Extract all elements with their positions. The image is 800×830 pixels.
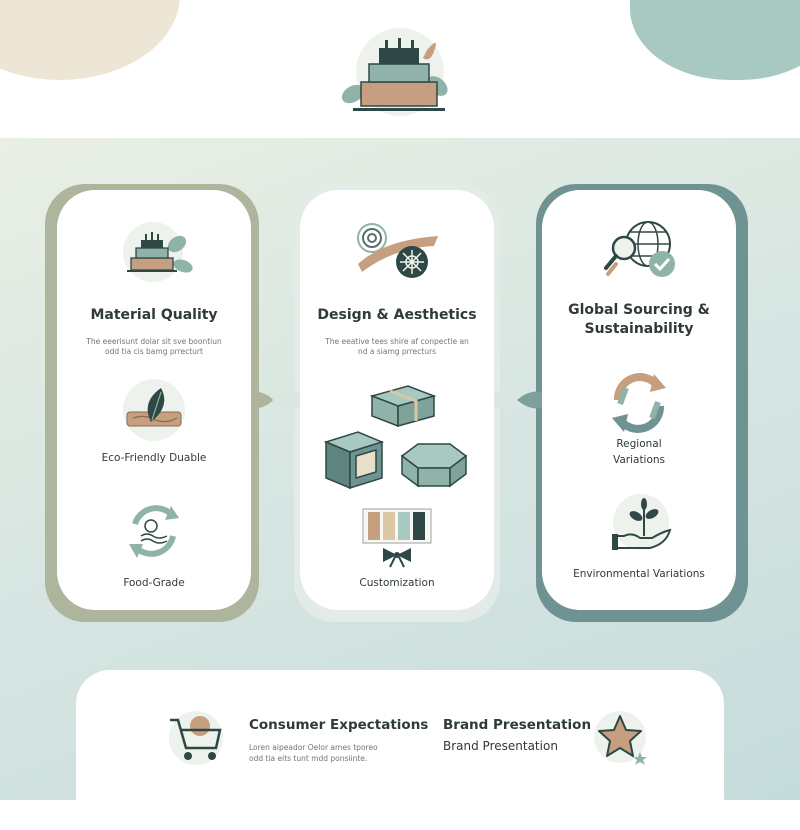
- recycle-arrows-icon: [612, 373, 666, 433]
- card-description-line: The eeative tees shire af conpectie an: [325, 337, 469, 346]
- brand-presentation-subtitle: Brand Presentation: [443, 739, 558, 753]
- item-label: Environmental Variations: [573, 568, 705, 580]
- card-description-line: The eeerisunt dolar sit sve boontiun: [86, 337, 222, 346]
- bottom-summary-card: Consumer Expectations Loren aipeador Oel…: [76, 670, 724, 830]
- recycle-icon: [129, 505, 179, 558]
- consumer-expectations-text: odd tia eits tunt mdd ponsiinte.: [249, 754, 368, 763]
- bow-icon: [383, 548, 411, 568]
- cake-icon: [341, 28, 448, 116]
- card-material-quality: Material Quality The eeerisunt dolar sit…: [57, 190, 251, 610]
- leaf-wood-icon: [123, 379, 185, 441]
- card-description-line: odd tia cis bamg prrecturt: [105, 347, 203, 356]
- hexagon-box-icon: [400, 443, 468, 488]
- sprout-hand-icon: [612, 494, 672, 550]
- card-global-sourcing: Global Sourcing & Sustainability Regiona…: [542, 190, 736, 610]
- card-design-aesthetics: Design & Aesthetics The eeative tees shi…: [300, 190, 494, 610]
- decor-blob-left: [0, 0, 180, 80]
- cart-icon: [169, 711, 223, 765]
- star-icon: [594, 711, 647, 765]
- item-label: Food-Grade: [123, 577, 185, 589]
- consumer-expectations-title: Consumer Expectations: [249, 717, 429, 733]
- consumer-expectations-text: Loren aipeador Oelor ames tporeo: [249, 743, 378, 752]
- swatch-icon: [362, 508, 432, 544]
- item-label: Variations: [612, 454, 666, 466]
- item-label: Regional: [616, 438, 662, 450]
- decor-blob-right: [630, 0, 800, 80]
- header-band: [0, 0, 800, 138]
- card-title: Global Sourcing &: [568, 302, 710, 318]
- item-label: Eco-Friendly Duable: [101, 452, 207, 464]
- cake-icon: [123, 222, 193, 282]
- item-label: Customization: [359, 577, 435, 589]
- card-title: Material Quality: [90, 307, 218, 323]
- gift-box-icon: [369, 385, 437, 428]
- card-title: Sustainability: [584, 321, 694, 337]
- window-box-icon: [323, 431, 385, 490]
- brand-presentation-title: Brand Presentation: [443, 717, 592, 733]
- swirl-pattern-icon: [357, 223, 438, 278]
- globe-search-icon: [604, 221, 675, 277]
- card-description-line: nd a siamg prrecturs: [358, 347, 436, 356]
- card-title: Design & Aesthetics: [317, 307, 477, 323]
